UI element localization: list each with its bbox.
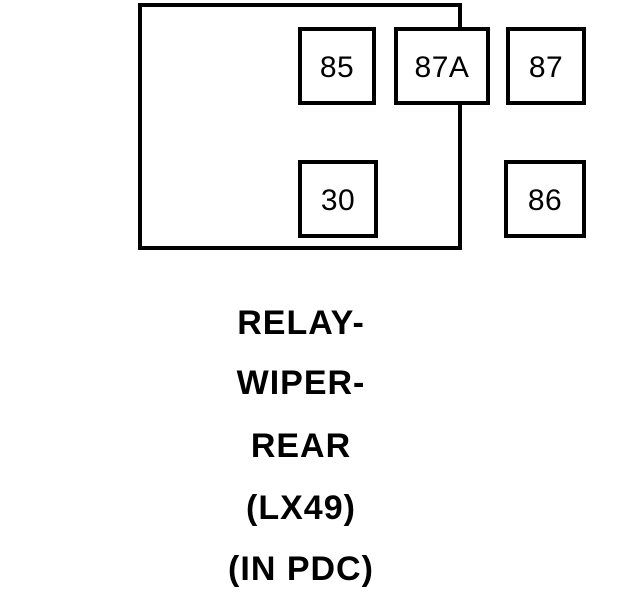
pin-box-87: 87	[506, 27, 586, 105]
caption-line-lx49: (LX49)	[246, 489, 356, 527]
pin-box-87a: 87A	[394, 27, 490, 105]
caption-line-relay: RELAY-	[237, 304, 365, 342]
caption-line-in-pdc: (IN PDC)	[228, 550, 374, 588]
pin-box-85: 85	[298, 27, 376, 105]
relay-body-outline: 85 87A 87 30 86	[138, 3, 586, 250]
pin-box-86: 86	[504, 160, 586, 238]
caption-line-wiper: WIPER-	[236, 364, 366, 402]
caption-line-rear: REAR	[250, 427, 352, 465]
pin-box-30: 30	[298, 160, 378, 238]
